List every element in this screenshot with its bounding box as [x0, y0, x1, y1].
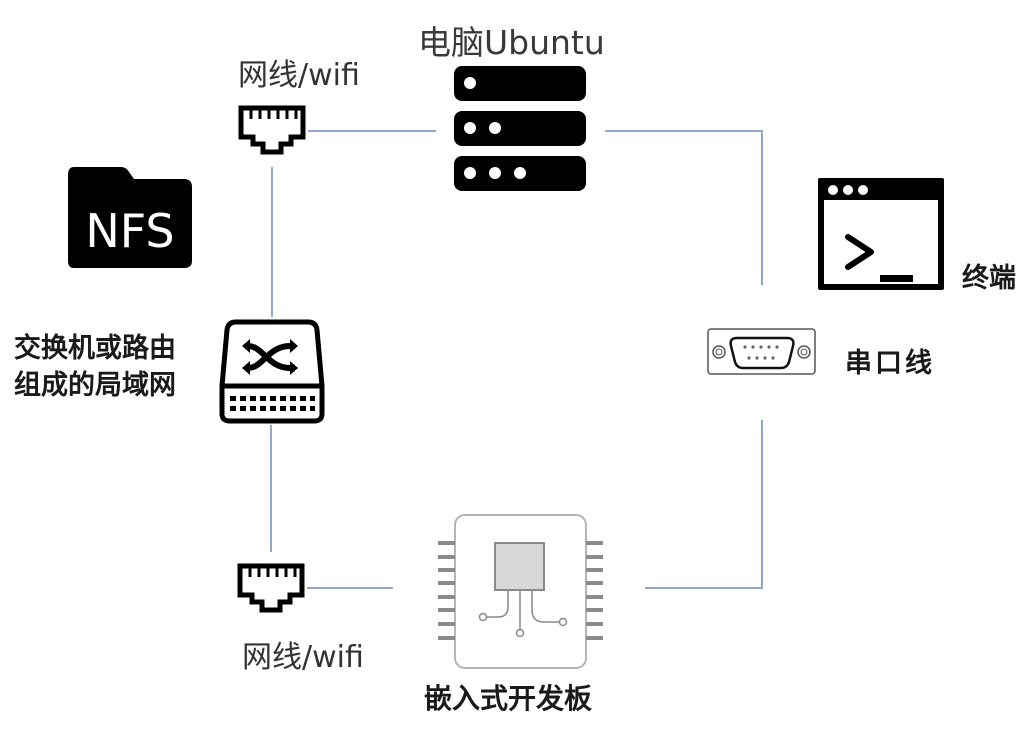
wire-computer-to-serial: [605, 130, 763, 285]
network-switch-icon: [219, 319, 325, 424]
computer-label: 电脑Ubuntu: [418, 23, 605, 62]
serial-port-icon: [707, 328, 816, 375]
board-label: 嵌入式开发板: [424, 682, 593, 715]
ethernet-bottom-label: 网线/wifi: [242, 640, 364, 675]
ethernet-port-icon: [238, 105, 306, 155]
switch-label: 交换机或路由 组成的局域网: [14, 330, 176, 404]
switch-label-line2: 组成的局域网: [14, 370, 176, 401]
server-icon: [454, 66, 586, 191]
terminal-label: 终端: [962, 263, 1016, 294]
serial-label: 串口线: [845, 348, 935, 379]
switch-label-line1: 交换机或路由: [14, 333, 176, 364]
nfs-label: NFS: [85, 204, 174, 258]
ethernet-port-icon: [237, 563, 305, 613]
terminal-window-icon: [818, 178, 944, 290]
wire-serial-to-board: [645, 420, 763, 589]
nfs-folder-icon: NFS: [68, 167, 192, 268]
chip-board-icon: [438, 514, 603, 669]
ethernet-top-label: 网线/wifi: [238, 58, 360, 93]
